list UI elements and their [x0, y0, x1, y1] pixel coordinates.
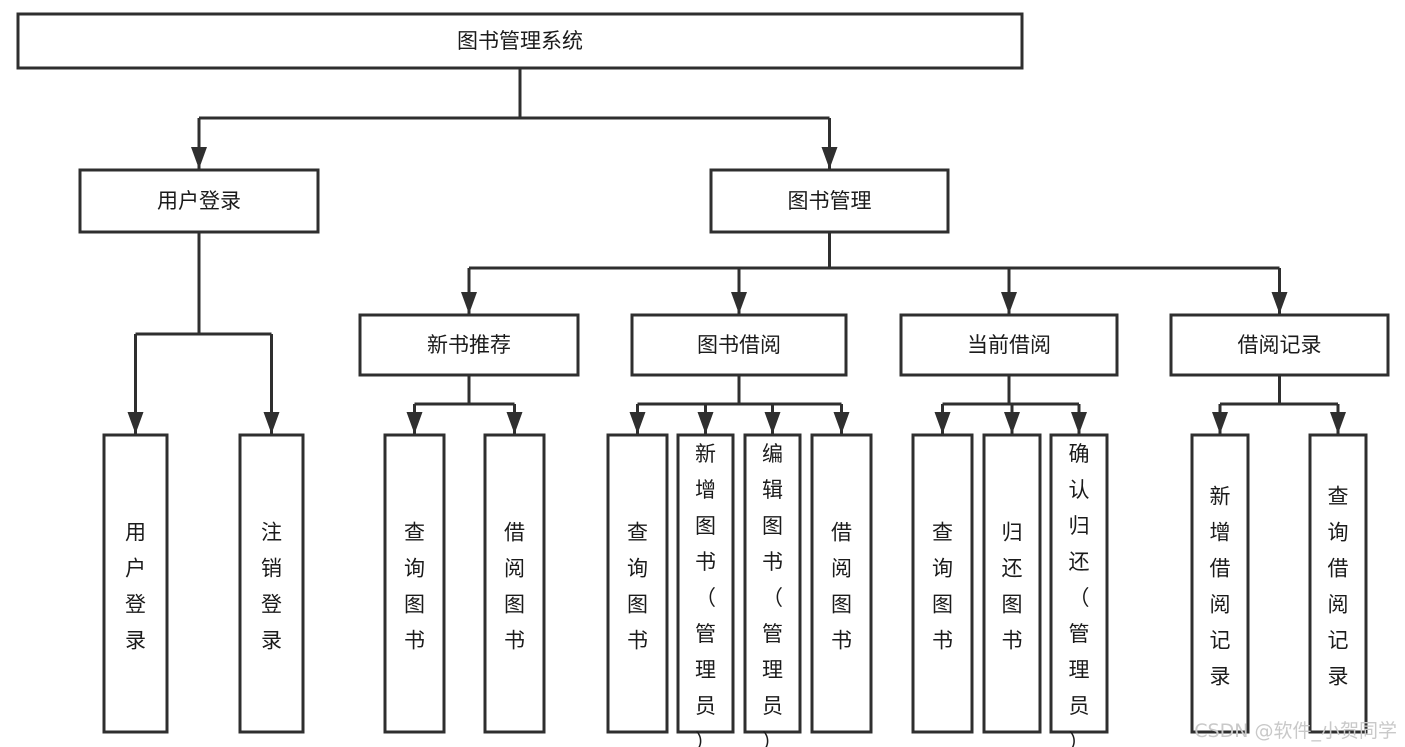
node-box: [911, 433, 974, 734]
node-box: [606, 433, 669, 734]
node-l3-3[interactable]: 借阅记录: [1169, 313, 1390, 377]
node-label: 归还图书: [1002, 521, 1023, 653]
node-label: 注销登录: [261, 521, 282, 653]
connector-group-l3-1: [629, 375, 850, 434]
node-label: 借阅图书: [504, 521, 525, 653]
node-l4-4[interactable]: 查询图书: [606, 433, 669, 734]
node-root-0[interactable]: 图书管理系统: [16, 12, 1024, 70]
node-l4-12[interactable]: 查询借阅记录: [1308, 433, 1368, 734]
arrow-head-icon: [191, 147, 207, 169]
node-label: 查询借阅记录: [1328, 485, 1349, 689]
arrow-head-icon: [506, 412, 523, 434]
node-label: 用户登录: [157, 189, 241, 213]
arrow-head-icon: [1071, 412, 1087, 434]
node-label: 确认归还（管理员）: [1069, 442, 1090, 747]
node-label: 新书推荐: [427, 333, 511, 357]
arrow-head-icon: [821, 147, 838, 169]
node-box: [16, 12, 1024, 70]
node-label: 新增借阅记录: [1210, 485, 1231, 689]
arrow-head-icon: [127, 412, 144, 434]
node-l4-7[interactable]: 借阅图书: [810, 433, 873, 734]
node-box: [676, 433, 735, 734]
node-l4-9[interactable]: 归还图书: [982, 433, 1042, 734]
node-box: [1190, 433, 1250, 734]
node-l2-0[interactable]: 用户登录: [78, 168, 320, 234]
node-box: [709, 168, 950, 234]
node-label: 新增图书（管理员）: [695, 442, 716, 747]
node-label: 当前借阅: [967, 333, 1051, 357]
node-l4-0[interactable]: 用户登录: [102, 433, 169, 734]
node-label: 图书借阅: [697, 333, 781, 357]
node-box: [102, 433, 169, 734]
node-box: [1169, 313, 1390, 377]
arrow-head-icon: [1330, 412, 1346, 434]
arrow-head-icon: [406, 412, 423, 434]
node-label: 编辑图书（管理员）: [762, 442, 783, 747]
node-label: 图书管理: [788, 189, 872, 213]
node-box: [1049, 433, 1109, 734]
node-l2-1[interactable]: 图书管理: [709, 168, 950, 234]
node-l4-11[interactable]: 新增借阅记录: [1190, 433, 1250, 734]
arrow-head-icon: [934, 412, 951, 434]
node-l4-2[interactable]: 查询图书: [383, 433, 446, 734]
connector-group-book-mgmt: [461, 232, 1288, 314]
node-l3-0[interactable]: 新书推荐: [358, 313, 580, 377]
arrow-head-icon: [697, 412, 714, 434]
connector-group-root: [191, 68, 838, 169]
arrow-head-icon: [1271, 292, 1288, 314]
connector-group-user-login: [127, 232, 280, 434]
arrow-head-icon: [1001, 292, 1017, 314]
connector-group-l3-3: [1212, 375, 1346, 434]
arrow-head-icon: [629, 412, 646, 434]
node-box: [810, 433, 873, 734]
connector-layer: [127, 68, 1346, 434]
node-label: 用户登录: [125, 521, 146, 653]
node-label: 查询图书: [627, 521, 648, 653]
node-label: 查询图书: [932, 521, 953, 653]
node-box: [630, 313, 848, 377]
node-l4-10[interactable]: 确认归还（管理员）: [1049, 433, 1109, 747]
arrow-head-icon: [263, 412, 280, 434]
arrow-head-icon: [1212, 412, 1228, 434]
node-l4-6[interactable]: 编辑图书（管理员）: [743, 433, 802, 747]
node-layer: 图书管理系统用户登录图书管理新书推荐图书借阅当前借阅借阅记录用户登录注销登录查询…: [16, 12, 1390, 747]
node-box: [383, 433, 446, 734]
node-label: 图书管理系统: [457, 29, 583, 53]
node-box: [238, 433, 305, 734]
node-box: [78, 168, 320, 234]
node-box: [982, 433, 1042, 734]
node-label: 借阅图书: [831, 521, 852, 653]
node-l4-8[interactable]: 查询图书: [911, 433, 974, 734]
arrow-head-icon: [833, 412, 850, 434]
node-l4-3[interactable]: 借阅图书: [483, 433, 546, 734]
node-label: 借阅记录: [1238, 333, 1322, 357]
arrow-head-icon: [764, 412, 781, 434]
arrow-head-icon: [461, 292, 477, 314]
arrow-head-icon: [731, 292, 747, 314]
csdn-watermark: CSDN @软件_小贺同学: [1194, 720, 1397, 742]
node-box: [358, 313, 580, 377]
node-box: [1308, 433, 1368, 734]
node-l4-5[interactable]: 新增图书（管理员）: [676, 433, 735, 747]
connector-group-l3-0: [406, 375, 523, 434]
node-box: [483, 433, 546, 734]
node-l4-1[interactable]: 注销登录: [238, 433, 305, 734]
connector-group-l3-2: [934, 375, 1087, 434]
node-label: 查询图书: [404, 521, 425, 653]
node-box: [899, 313, 1119, 377]
arrow-head-icon: [1004, 412, 1020, 434]
node-l3-2[interactable]: 当前借阅: [899, 313, 1119, 377]
node-box: [743, 433, 802, 734]
node-l3-1[interactable]: 图书借阅: [630, 313, 848, 377]
